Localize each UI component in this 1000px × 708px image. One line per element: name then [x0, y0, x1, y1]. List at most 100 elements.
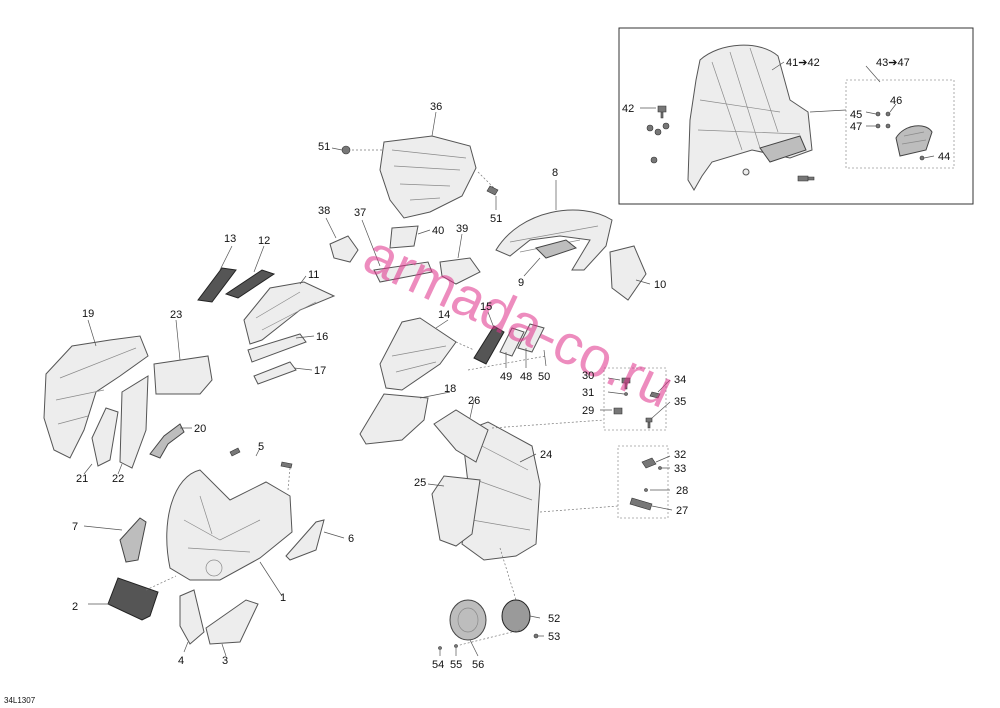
- windshield-hardware-kit-frame: [845, 79, 955, 169]
- front-hood-detail: [183, 495, 261, 553]
- lower-trim-4: [179, 589, 205, 645]
- windshield-grommet: [662, 122, 670, 130]
- gasket-49: [499, 327, 525, 357]
- washer-28: [644, 488, 648, 492]
- speaker-cone: [457, 607, 479, 633]
- diagram-code: 34L1307: [4, 696, 36, 705]
- callout-32: 32: [674, 449, 686, 461]
- side-panel-14: [379, 317, 457, 391]
- panel-21: [91, 407, 119, 467]
- callout-26: 26: [468, 395, 480, 407]
- deflector-washer-47b: [885, 123, 891, 129]
- callout-38: 38: [318, 205, 330, 217]
- side-body-panel-19: [43, 335, 149, 459]
- callout-51-lower: 51: [490, 213, 502, 225]
- callout-13: 13: [224, 233, 236, 245]
- deflector-ribs: [901, 131, 927, 145]
- side-panel-25: [431, 475, 481, 547]
- callout-31: 31: [582, 387, 594, 399]
- frame-bracket-9: [535, 239, 578, 259]
- windshield-insert: [742, 168, 750, 176]
- latch-27: [629, 497, 653, 511]
- callout-50: 50: [538, 371, 550, 383]
- callout-48: 48: [520, 371, 532, 383]
- vent-mesh-13: [197, 267, 237, 303]
- screw-54: [438, 646, 442, 650]
- callout-27: 27: [676, 505, 688, 517]
- callout-44: 44: [938, 151, 950, 163]
- callout-23: 23: [170, 309, 182, 321]
- windshield-washer: [646, 124, 654, 132]
- windshield-screw-42: [657, 105, 667, 119]
- clip-5b: [280, 461, 293, 469]
- lower-grille-2: [107, 577, 159, 621]
- vent-leaders: [219, 245, 315, 371]
- speaker: [449, 599, 487, 641]
- headlight-grommet-51b: [486, 185, 499, 196]
- bracket-40: [389, 225, 419, 249]
- deflector-screw-45b: [885, 111, 891, 117]
- callout-53: 53: [548, 631, 560, 643]
- vent-frame-11-detail: [255, 291, 317, 331]
- trim-16: [247, 333, 307, 363]
- windshield-mount-bracket: [759, 135, 807, 163]
- windshield-inset-frame: [618, 27, 974, 205]
- callout-14: 14: [438, 309, 450, 321]
- callout-18: 18: [444, 383, 456, 395]
- side-cowl-24-detail: [471, 443, 533, 531]
- callout-52: 52: [548, 613, 560, 625]
- callout-51-upper: 51: [318, 141, 330, 153]
- trim-17: [253, 361, 297, 385]
- bracket-20: [149, 423, 185, 459]
- callout-42: 42: [622, 103, 634, 115]
- callout-29: 29: [582, 405, 594, 417]
- callout-54: 54: [432, 659, 444, 671]
- screw-35: [645, 417, 653, 429]
- side-panel-14-detail: [391, 345, 447, 373]
- callout-8: 8: [552, 167, 558, 179]
- callout-22: 22: [112, 473, 124, 485]
- callout-10: 10: [654, 279, 666, 291]
- trim-26: [433, 409, 489, 463]
- lower-trim-3: [205, 599, 259, 645]
- callout-55: 55: [450, 659, 462, 671]
- headlight-mount-dashes: [352, 149, 495, 189]
- callout-9: 9: [518, 277, 524, 289]
- deflector-washer-47a: [875, 123, 881, 129]
- cover-38: [329, 235, 359, 263]
- headlight-lens-6: [285, 519, 325, 561]
- callout-3: 3: [222, 655, 228, 667]
- windshield-deflector-46: [895, 125, 933, 157]
- screw-30: [621, 377, 631, 390]
- cover-39: [439, 257, 481, 285]
- callout-40: 40: [432, 225, 444, 237]
- side-body-leaders: [83, 319, 192, 475]
- callout-41-42: 41➔42: [786, 57, 820, 69]
- windshield-bolt: [797, 175, 815, 182]
- callout-6: 6: [348, 533, 354, 545]
- speaker-grille-52: [501, 599, 531, 633]
- inset-leaders: [640, 61, 935, 159]
- side-cowl-leaders: [427, 377, 673, 511]
- callout-5: 5: [258, 441, 264, 453]
- screw-53: [533, 633, 539, 639]
- windshield-nut: [654, 128, 662, 136]
- clip-34: [649, 391, 661, 399]
- small-parts-leaders: [325, 217, 463, 267]
- callout-46: 46: [890, 95, 902, 107]
- upper-hood-frame: [495, 209, 613, 271]
- headlight-housing: [379, 135, 477, 219]
- side-cover-10: [609, 245, 647, 301]
- callout-45: 45: [850, 109, 862, 121]
- speaker-leaders: [439, 615, 544, 657]
- callout-24: 24: [540, 449, 552, 461]
- callout-34: 34: [674, 374, 686, 386]
- callout-16: 16: [316, 331, 328, 343]
- callout-20: 20: [194, 423, 206, 435]
- front-hood-leaders: [83, 447, 345, 657]
- callout-49: 49: [500, 371, 512, 383]
- callout-12: 12: [258, 235, 270, 247]
- latch-32: [641, 457, 657, 469]
- callout-21: 21: [76, 473, 88, 485]
